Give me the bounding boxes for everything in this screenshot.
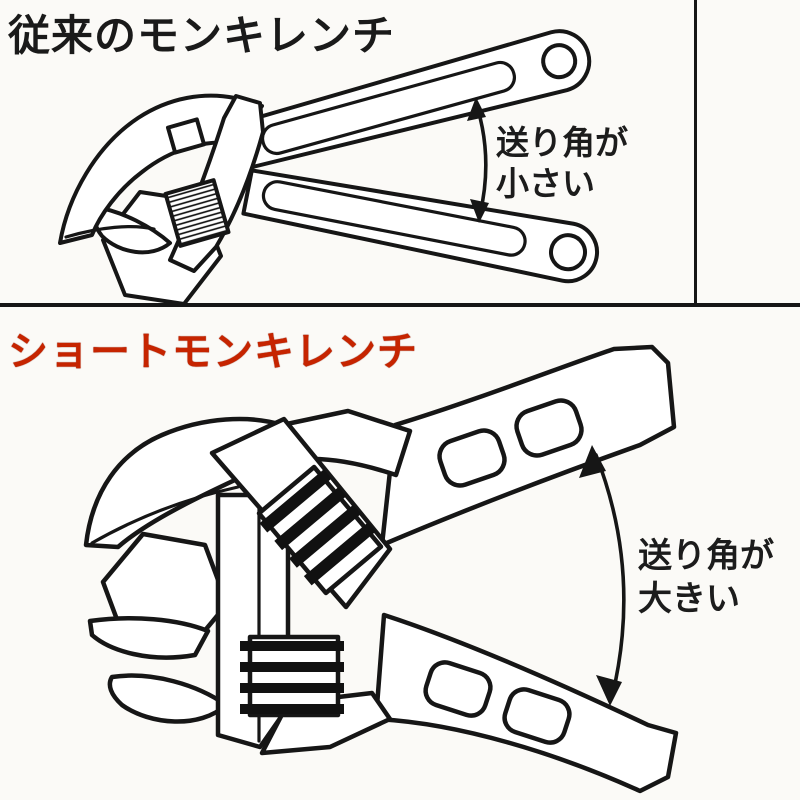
handle-hole — [437, 428, 507, 488]
arrow-down-icon — [470, 199, 489, 223]
horizontal-divider — [0, 303, 800, 307]
arrow-up-icon — [467, 97, 486, 121]
wrench-head — [83, 408, 413, 756]
bottom-panel-title: ショートモンキレンチ — [8, 329, 418, 375]
lower-jaw — [87, 616, 211, 660]
conventional-wrench-panel: 従来のモンキレンチ 送り角が 小さい — [0, 0, 800, 305]
large-angle-arc — [579, 445, 626, 706]
conventional-wrench-illustration — [58, 29, 599, 305]
worm-screw — [163, 178, 231, 248]
vertical-divider — [694, 0, 697, 305]
upper-handle — [237, 29, 592, 170]
lower-handle — [241, 168, 599, 284]
worm-screw-up — [256, 464, 384, 596]
large-angle-label: 送り角が 大きい — [638, 536, 774, 619]
handle-hole — [423, 660, 493, 718]
lower-handle — [373, 612, 679, 794]
lower-jaw-2 — [107, 673, 229, 724]
handle-hole — [514, 398, 584, 458]
top-panel-title: 従来のモンキレンチ — [8, 11, 396, 60]
handle-hole — [502, 687, 572, 745]
worm-screw-down — [240, 634, 344, 718]
upper-handle — [379, 344, 677, 548]
arrow-down-icon — [596, 675, 622, 706]
small-angle-label: 送り角が 小さい — [496, 123, 628, 204]
wrench-head — [58, 93, 265, 305]
short-wrench-panel: ショートモンキレンチ 送り角が 大きい — [0, 305, 800, 800]
arrow-up-icon — [579, 445, 606, 478]
short-wrench-illustration — [83, 344, 679, 794]
small-angle-arc — [467, 97, 489, 223]
